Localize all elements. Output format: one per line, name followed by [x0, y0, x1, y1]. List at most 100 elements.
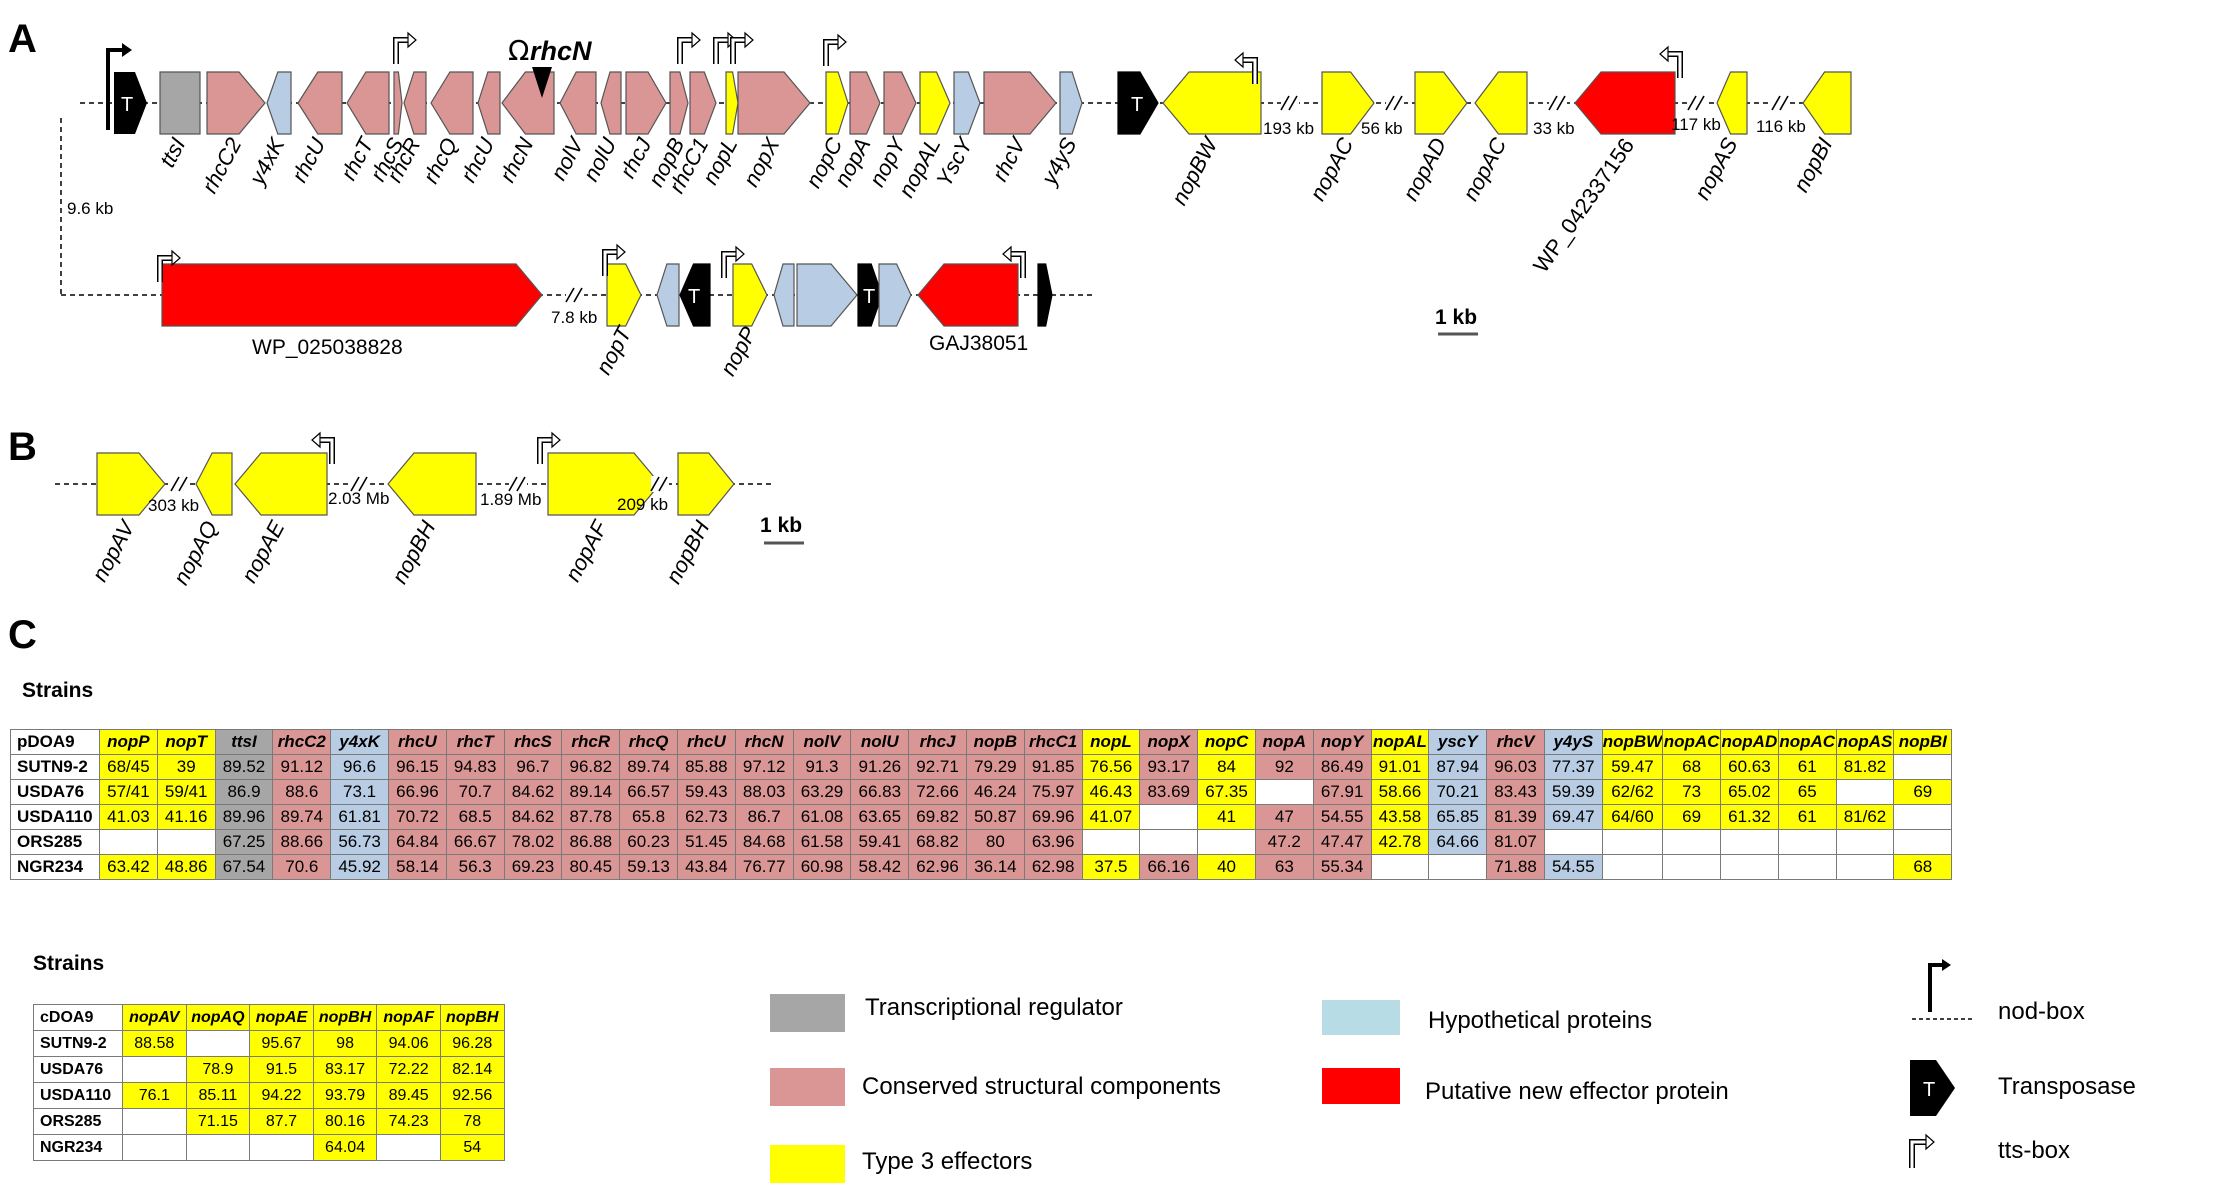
- gene-label: nopAS: [1689, 133, 1742, 203]
- table-cell: 64.04: [312, 1134, 378, 1161]
- hypothetical-gene: [796, 263, 858, 327]
- table-cell: 51.45: [676, 829, 736, 855]
- gene-nopb: [669, 71, 689, 135]
- table-cell: 66.96: [387, 779, 447, 805]
- row1-tts-boxes: [393, 31, 1683, 84]
- legend-swatch-yellow: [770, 1145, 845, 1183]
- column-header: nopBI: [1893, 729, 1953, 755]
- table-cell: 83.43: [1486, 779, 1545, 805]
- table-cell: 92.71: [908, 754, 967, 780]
- column-header: nopX: [1139, 729, 1199, 755]
- panel-label-c: C: [8, 613, 37, 657]
- table-cell: 63.96: [1023, 829, 1083, 855]
- gene-y4xk: [266, 71, 292, 135]
- column-header: nopY: [1312, 729, 1372, 755]
- table-cell: 43.58: [1370, 804, 1430, 830]
- legend-label-ttsbox: tts-box: [1998, 1137, 2071, 1164]
- gene-nopt: [606, 263, 642, 327]
- table-cell: 64.84: [387, 829, 447, 855]
- gene-wp-025038828: [161, 263, 543, 327]
- column-header: nopAS: [1835, 729, 1895, 755]
- table-cell: 47.47: [1312, 829, 1372, 855]
- table-cell: 40: [1197, 854, 1256, 880]
- table-corner-label: pDOA9: [10, 729, 100, 755]
- legend-label-hypothetical: Hypothetical proteins: [1428, 1007, 1653, 1034]
- nod-box-marker: [106, 43, 132, 130]
- table-cell: 63.29: [792, 779, 852, 805]
- table-cell: 54.55: [1312, 804, 1372, 830]
- table-cell: 68/45: [99, 754, 158, 780]
- table-cell: 92: [1254, 754, 1314, 780]
- table-cell: [1370, 854, 1430, 880]
- table-cell: [1601, 829, 1664, 855]
- gene-ttsi: [159, 71, 201, 135]
- link-distance-label: 9.6 kb: [67, 199, 113, 218]
- hypothetical-gene: [878, 263, 912, 327]
- gene-label: nopAD: [1398, 134, 1452, 205]
- table-cell: 45.92: [330, 854, 389, 880]
- column-header: rhcR: [561, 729, 621, 755]
- column-header: rhcC2: [272, 729, 332, 755]
- gene-nopad: [1414, 71, 1468, 135]
- tts-box-icon: [721, 245, 745, 278]
- table-cell: 66.83: [850, 779, 910, 805]
- column-header: ttsI: [214, 729, 274, 755]
- table-cell: 68.82: [908, 829, 967, 855]
- transposase-gene: T: [1117, 71, 1159, 135]
- gene-label: ttsI: [155, 134, 191, 172]
- column-header: nopL: [1081, 729, 1141, 755]
- table-cell: [1720, 854, 1779, 880]
- table-cell: 43.84: [676, 854, 736, 880]
- legend-label-transposase: Transposase: [1998, 1073, 2136, 1100]
- sequence-break-icon: [1280, 95, 1299, 111]
- row-strain-label: USDA110: [33, 1082, 123, 1109]
- table-cell: [1893, 754, 1953, 780]
- tts-box-icon: [311, 431, 335, 464]
- table-cell: 95.67: [249, 1030, 314, 1057]
- tts-box-icon: [537, 431, 561, 464]
- table-cell: [1662, 854, 1721, 880]
- gene-label: WP_042337156: [1528, 134, 1639, 278]
- table-cell: 65: [1777, 779, 1837, 805]
- sequence-break-icon: [1385, 95, 1404, 111]
- gene-gaj38051: [917, 263, 1019, 327]
- table-cell: 62.96: [908, 854, 967, 880]
- gene-label: nolU: [578, 134, 621, 186]
- gene-nopas: [1716, 71, 1748, 135]
- distance-label: 1.89 Mb: [480, 490, 541, 509]
- table-cell: 69.96: [1023, 804, 1083, 830]
- column-header: rhcC1: [1023, 729, 1083, 755]
- table-cell: [185, 1030, 251, 1057]
- column-header: nopT: [156, 729, 216, 755]
- table-cell: 97.12: [734, 754, 794, 780]
- table-cell: [1835, 854, 1895, 880]
- tts-box-icon: [1234, 51, 1258, 84]
- table-cell: 89.45: [376, 1082, 441, 1109]
- panel-b-genes: [96, 452, 735, 516]
- table-cell: 78.9: [185, 1056, 251, 1083]
- tts-box-icon: [602, 243, 626, 276]
- svg-text:T: T: [1131, 94, 1143, 116]
- svg-text:rhcN: rhcN: [530, 36, 592, 66]
- sequence-break-icon: [508, 476, 527, 492]
- row1-distance-breaks: [1280, 95, 1790, 111]
- table-cell: [1428, 854, 1488, 880]
- gene-nopc: [825, 71, 849, 135]
- table-cell: 81.82: [1835, 754, 1895, 780]
- table-cell: [1081, 829, 1141, 855]
- table-cell: 68: [1893, 854, 1953, 880]
- gene-label: nopT: [591, 321, 637, 378]
- gene-label: nopAF: [560, 515, 613, 585]
- table-cell: 86.88: [561, 829, 621, 855]
- table-cell: 37.5: [1081, 854, 1141, 880]
- column-header: nopBH: [312, 1004, 378, 1031]
- sequence-break-icon: [1771, 95, 1790, 111]
- table-cell: 42.78: [1370, 829, 1430, 855]
- table-cell: 96.03: [1486, 754, 1545, 780]
- column-header: nopBH: [439, 1004, 505, 1031]
- column-header: nopC: [1197, 729, 1256, 755]
